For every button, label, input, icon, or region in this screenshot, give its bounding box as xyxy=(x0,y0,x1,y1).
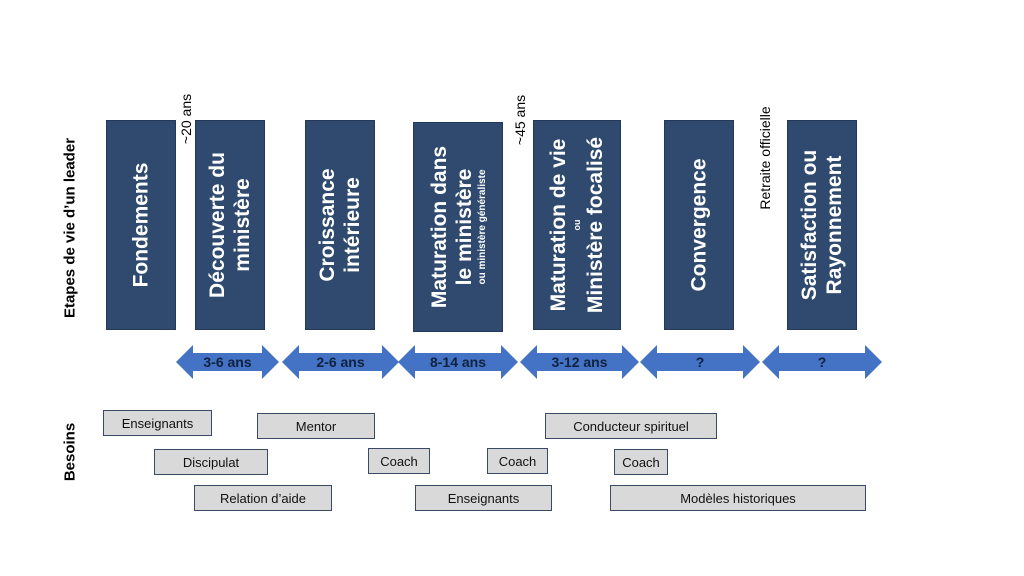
stage-croissance-interieure: Croissance intérieure xyxy=(305,120,375,330)
stage-convergence: Convergence xyxy=(664,120,734,330)
double-arrow-icon xyxy=(640,345,760,379)
need-enseignants: Enseignants xyxy=(415,485,552,511)
stage-fondements: Fondements xyxy=(106,120,176,330)
need-coach: Coach xyxy=(614,449,668,475)
stage-label: Croissance xyxy=(316,168,339,282)
stage-sublabel: ou ministère généraliste xyxy=(477,169,488,285)
need-relation-aide: Relation d’aide xyxy=(194,485,332,511)
duration-arrow: 3-12 ans xyxy=(520,345,639,379)
stage-label: Maturation dans xyxy=(428,145,451,309)
duration-arrow: 2-6 ans xyxy=(282,345,399,379)
stage-label: Satisfaction ou xyxy=(798,149,821,301)
stage-label: ministère xyxy=(231,178,254,272)
stage-label: Découverte du xyxy=(206,152,229,298)
duration-label: ? xyxy=(695,354,705,370)
needs-axis-label: Besoins xyxy=(61,422,79,482)
duration-arrow: 8-14 ans xyxy=(398,345,518,379)
age-note-45: ~45 ans xyxy=(512,94,528,146)
stage-decouverte-ministere: Découverte du ministère xyxy=(195,120,265,330)
duration-arrow: 3-6 ans xyxy=(176,345,279,379)
stage-satisfaction-rayonnement: Satisfaction ou Rayonnement xyxy=(787,120,857,330)
stage-maturation-ministere: Maturation dans le ministère ou ministèr… xyxy=(413,122,503,332)
double-arrow-icon xyxy=(398,345,518,379)
duration-arrow: ? xyxy=(762,345,882,379)
need-coach: Coach xyxy=(487,448,548,474)
need-coach: Coach xyxy=(368,448,430,474)
stage-label: Convergence xyxy=(687,158,711,292)
duration-label: 3-12 ans xyxy=(551,354,608,370)
need-conducteur-spirituel: Conducteur spirituel xyxy=(545,413,717,439)
stage-label: intérieure xyxy=(341,177,364,273)
stage-label: Ministère focalisé xyxy=(584,136,607,314)
duration-label: 3-6 ans xyxy=(203,354,252,370)
double-arrow-icon xyxy=(520,345,639,379)
stage-label: Maturation de vie xyxy=(547,138,570,312)
need-mentor: Mentor xyxy=(257,413,375,439)
duration-arrow: ? xyxy=(640,345,760,379)
need-modeles-historiques: Modèles historiques xyxy=(610,485,866,511)
double-arrow-icon xyxy=(282,345,399,379)
duration-label: 8-14 ans xyxy=(429,354,487,370)
stages-axis-label: Etapes de vie d’un leader xyxy=(61,137,79,319)
stage-label: le ministère xyxy=(453,168,476,286)
need-enseignants: Enseignants xyxy=(103,410,212,436)
age-note-retraite: Retraite officielle xyxy=(757,106,773,210)
double-arrow-icon xyxy=(176,345,279,379)
need-discipulat: Discipulat xyxy=(154,449,268,475)
stage-label: Fondements xyxy=(129,162,153,288)
stage-label: Rayonnement xyxy=(823,155,846,295)
duration-label: 2-6 ans xyxy=(316,354,365,370)
duration-label: ? xyxy=(817,354,827,370)
stage-connector: ou xyxy=(572,219,582,231)
age-note-20: ~20 ans xyxy=(178,93,194,145)
double-arrow-icon xyxy=(762,345,882,379)
stage-maturation-vie: Maturation de vie ou Ministère focalisé xyxy=(533,120,621,330)
